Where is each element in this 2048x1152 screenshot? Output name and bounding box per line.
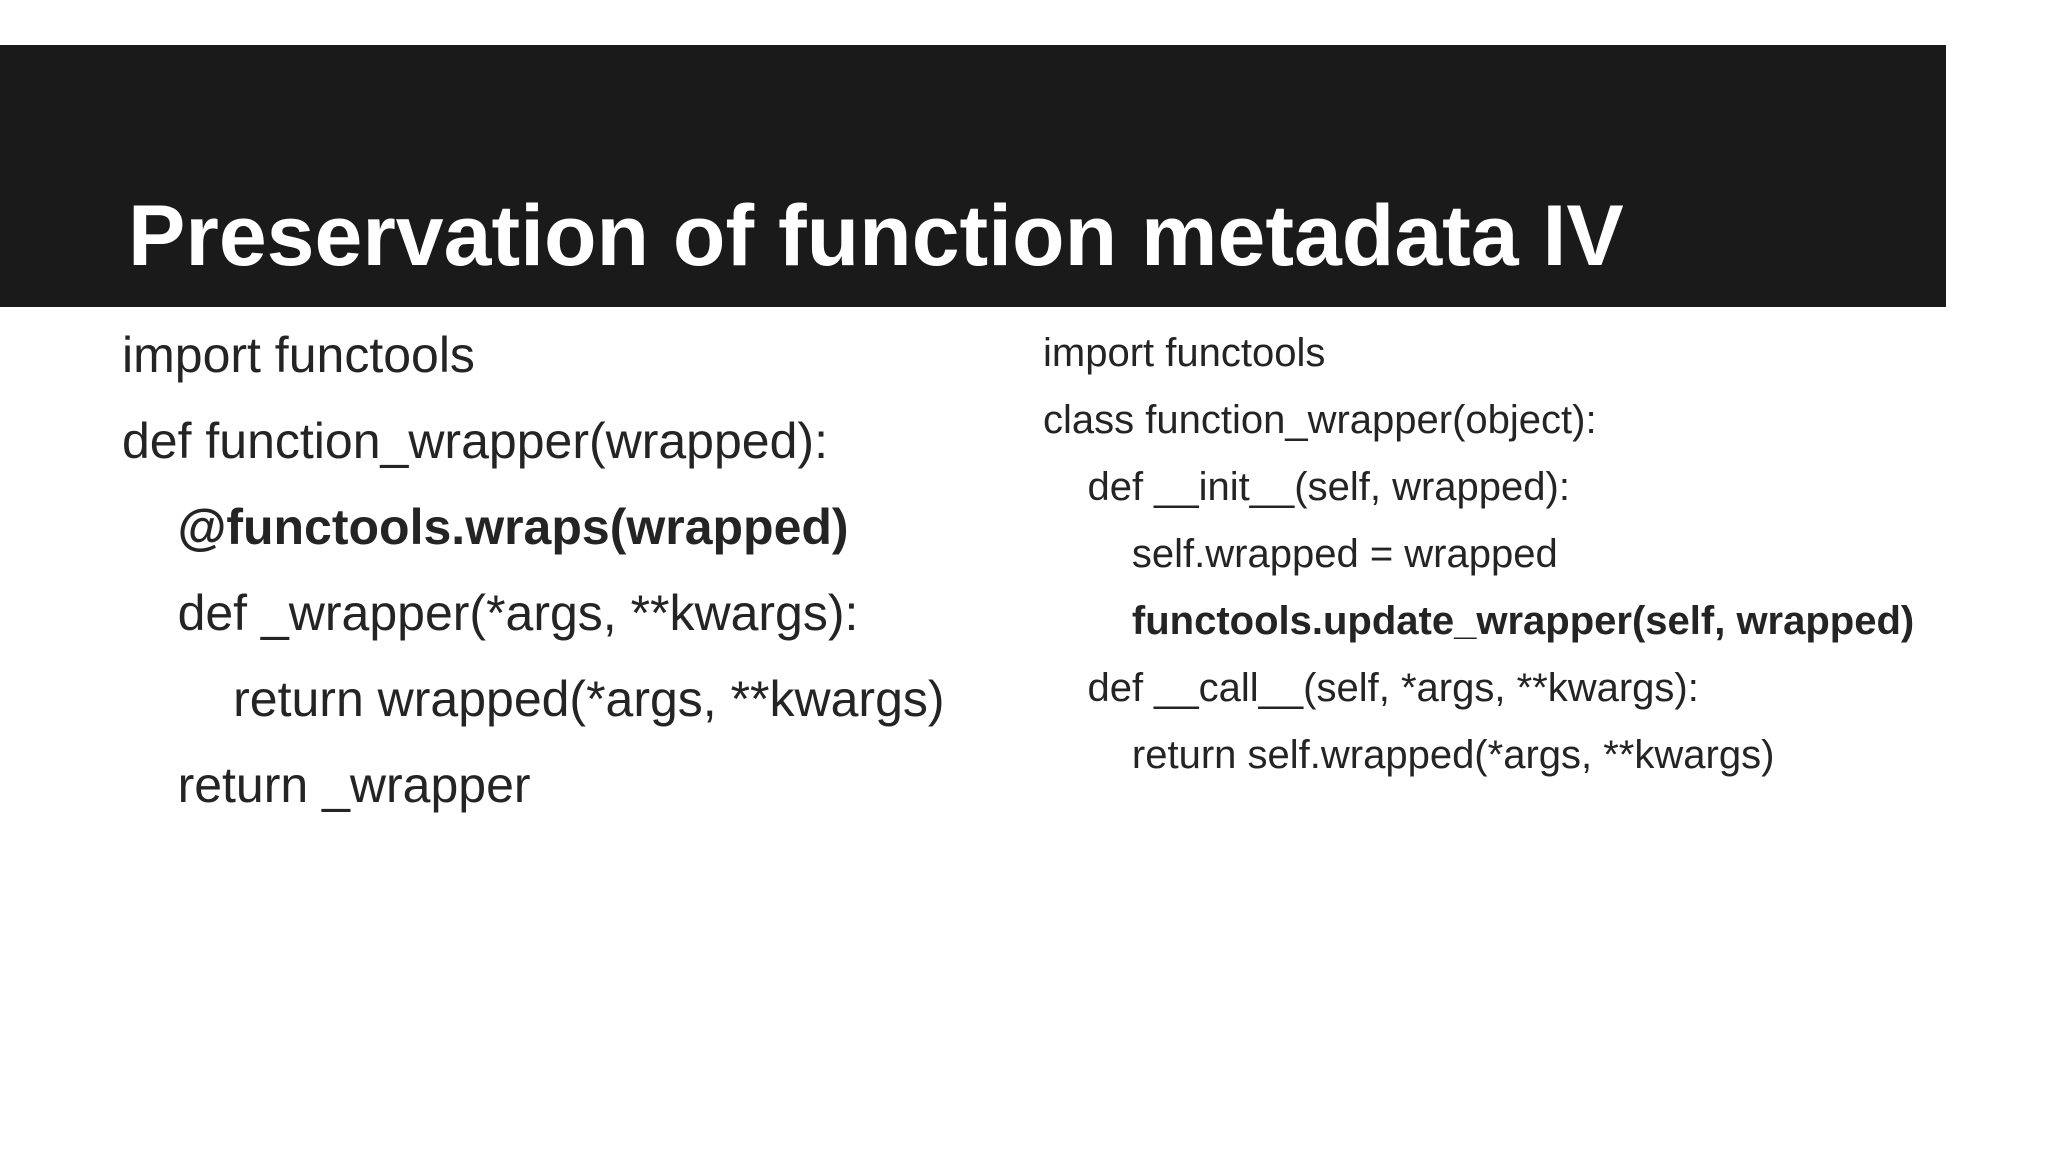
code-line: self.wrapped = wrapped <box>1043 532 1558 576</box>
slide-title: Preservation of function metadata IV <box>128 188 1624 284</box>
code-line: return _wrapper <box>122 757 531 813</box>
code-line: functools.update_wrapper(self, wrapped) <box>1043 599 1915 643</box>
code-line: def __init__(self, wrapped): <box>1043 465 1570 509</box>
code-line: return self.wrapped(*args, **kwargs) <box>1043 733 1775 777</box>
code-line: import functools <box>122 327 475 383</box>
code-line: def __call__(self, *args, **kwargs): <box>1043 666 1699 710</box>
code-line: @functools.wraps(wrapped) <box>122 499 849 555</box>
code-line: class function_wrapper(object): <box>1043 398 1597 442</box>
code-line: return wrapped(*args, **kwargs) <box>122 671 945 727</box>
code-line: import functools <box>1043 331 1326 375</box>
right-code-block: import functools class function_wrapper(o… <box>1043 320 1914 789</box>
code-line: def function_wrapper(wrapped): <box>122 413 828 469</box>
title-bar: Preservation of function metadata IV <box>0 45 1946 307</box>
code-line: def _wrapper(*args, **kwargs): <box>122 585 859 641</box>
left-code-block: import functools def function_wrapper(wra… <box>122 312 945 828</box>
